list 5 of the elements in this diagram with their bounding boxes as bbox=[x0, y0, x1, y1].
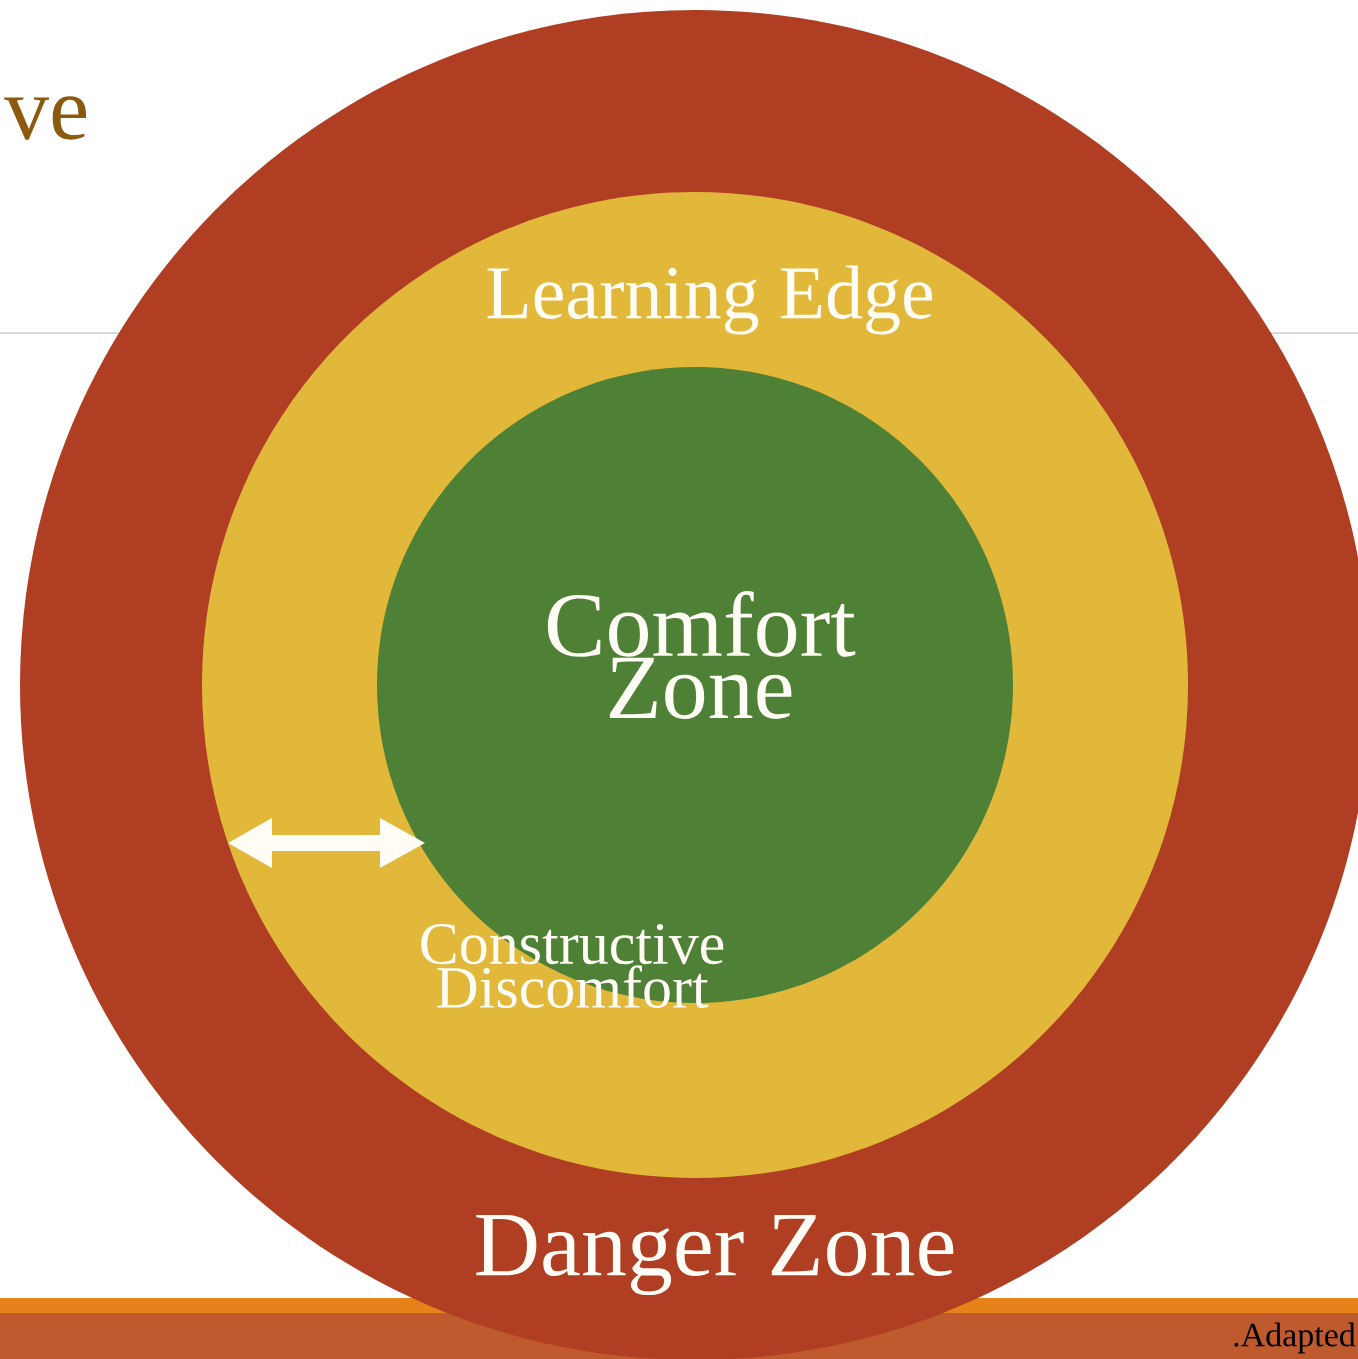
zone-title: Danger Zone bbox=[476, 1214, 954, 1296]
zone-title: Comfort Zone bbox=[547, 591, 856, 719]
label-text: ve bbox=[4, 96, 86, 140]
label-text: .Adapted bbox=[1234, 1322, 1356, 1354]
zone-title: Learning Edge bbox=[487, 265, 933, 335]
